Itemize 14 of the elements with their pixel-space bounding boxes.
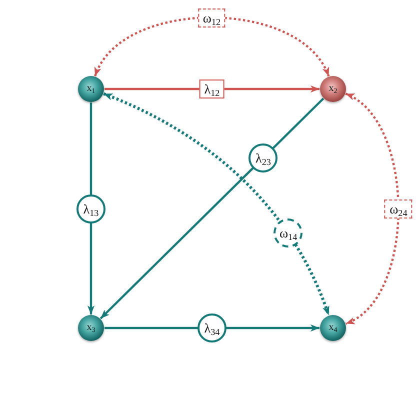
arrow xyxy=(104,85,320,93)
edge-label: λ$_{12}$ xyxy=(199,80,225,98)
edge-label: λ$_{23}$ xyxy=(248,143,278,172)
sphere-node: x$_{2}$ xyxy=(320,76,346,102)
sphere-node: x$_{3}$ xyxy=(78,315,104,341)
edge-label: ω$_{14}$ xyxy=(274,218,303,248)
edge-label: λ$_{13}$ xyxy=(76,194,106,223)
double-arrow xyxy=(94,16,330,77)
edge-label: ω$_{12}$ xyxy=(198,8,226,28)
edge-label: λ$_{34}$ xyxy=(198,314,226,342)
edge-label: ω$_{24}$ xyxy=(384,199,412,218)
sphere-node: x$_{1}$ xyxy=(78,76,104,102)
sphere-node: x$_{4}$ xyxy=(320,315,346,341)
double-arrow xyxy=(345,92,400,325)
